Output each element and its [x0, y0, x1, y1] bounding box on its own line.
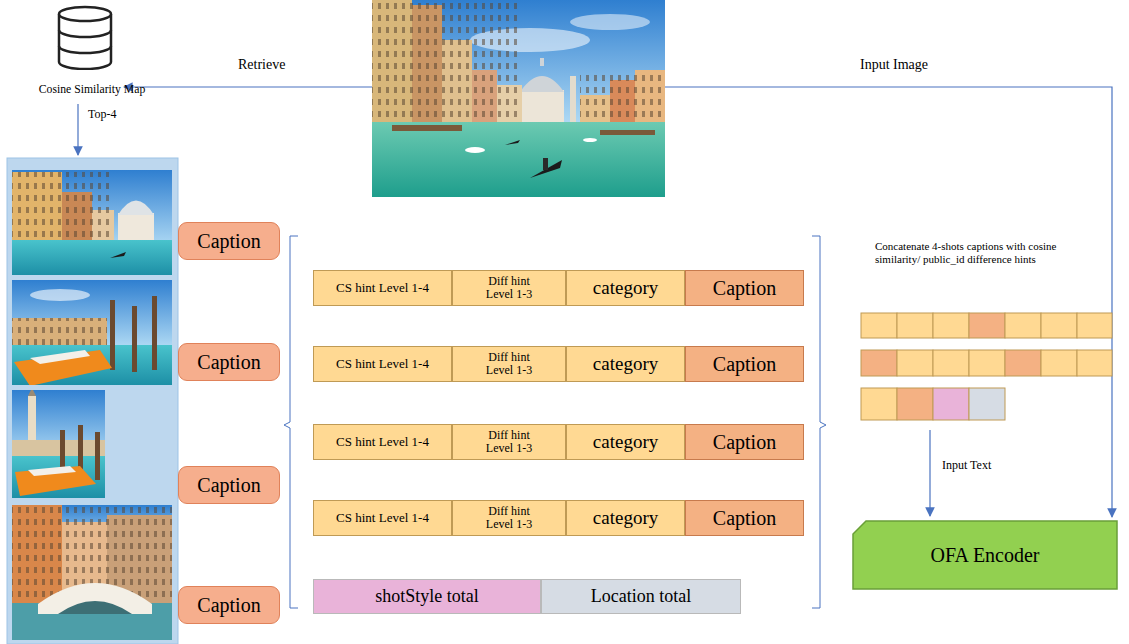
input-text-arrow	[929, 430, 930, 516]
diff-hint-box: Diff hint Level 1-3	[452, 346, 566, 382]
node-text: Location total	[591, 587, 691, 607]
database-icon	[54, 4, 116, 70]
bracket	[284, 236, 298, 608]
category-box: category	[566, 270, 685, 306]
category-box: category	[566, 424, 685, 460]
cs-hint-box: CS hint Level 1-4	[313, 424, 452, 460]
caption-box: Caption	[685, 346, 804, 382]
retrieval-panel	[7, 158, 178, 644]
node-text: Caption	[197, 351, 260, 373]
retrieved-photo	[12, 505, 172, 640]
token-rows	[861, 313, 1112, 420]
retrieved-photo	[12, 390, 105, 498]
node-text: Caption	[713, 277, 776, 299]
caption-box: Caption	[178, 343, 280, 381]
caption-box: Caption	[685, 270, 804, 306]
node-text: Caption	[713, 353, 776, 375]
node-text: Cosine Similarity Map	[10, 84, 174, 97]
caption-box: Caption	[178, 466, 280, 504]
venice-photo	[372, 0, 665, 197]
node-text: Diff hint Level 1-3	[477, 505, 541, 530]
category-box: category	[566, 500, 685, 536]
node-text: Caption	[197, 594, 260, 616]
node-text: Diff hint Level 1-3	[477, 351, 541, 376]
retrieved-photo	[12, 280, 172, 385]
node-text: CS hint Level 1-4	[336, 281, 429, 295]
caption-box: Caption	[685, 424, 804, 460]
location-box: Location total	[541, 579, 741, 614]
caption-box: Caption	[178, 586, 280, 624]
node-text: OFA Encoder	[930, 544, 1039, 566]
node-text: Caption	[197, 474, 260, 496]
node-text: CS hint Level 1-4	[336, 357, 429, 371]
node-text: Diff hint Level 1-3	[477, 429, 541, 454]
node-text: CS hint Level 1-4	[336, 435, 429, 449]
arrow-label: Input Text	[942, 458, 991, 472]
node-text: category	[593, 278, 658, 299]
node-text: CS hint Level 1-4	[336, 511, 429, 525]
input-image-arrow	[665, 87, 1112, 517]
caption-box: Caption	[178, 222, 280, 260]
encoder-box: OFA Encoder	[852, 520, 1118, 590]
arrow-label: Retrieve	[238, 57, 285, 74]
node-text: Diff hint Level 1-3	[477, 275, 541, 300]
cs-hint-box: CS hint Level 1-4	[313, 346, 452, 382]
node-text: category	[593, 354, 658, 375]
node-text: Caption	[713, 431, 776, 453]
diff-hint-box: Diff hint Level 1-3	[452, 270, 566, 306]
arrow-label: Input Image	[860, 57, 928, 74]
caption-box: Caption	[685, 500, 804, 536]
retrieve-arrow	[124, 86, 372, 87]
node-text: category	[593, 508, 658, 529]
diff-hint-box: Diff hint Level 1-3	[452, 424, 566, 460]
node-text: shotStyle total	[375, 587, 479, 607]
cs-hint-box: CS hint Level 1-4	[313, 270, 452, 306]
shotstyle-box: shotStyle total	[313, 579, 541, 614]
database-icon: Cosine Similarity Map	[10, 2, 174, 102]
arrow-label: Top-4	[88, 107, 117, 121]
cs-hint-box: CS hint Level 1-4	[313, 500, 452, 536]
node-text: Caption	[713, 507, 776, 529]
retrieved-photo	[12, 170, 172, 275]
diff-hint-box: Diff hint Level 1-3	[452, 500, 566, 536]
node-text: Caption	[197, 230, 260, 252]
bracket	[812, 236, 826, 608]
node-text: category	[593, 432, 658, 453]
note-text: Concatenate 4-shots captions with cosine…	[875, 240, 1090, 266]
top4-arrow	[77, 104, 78, 155]
category-box: category	[566, 346, 685, 382]
